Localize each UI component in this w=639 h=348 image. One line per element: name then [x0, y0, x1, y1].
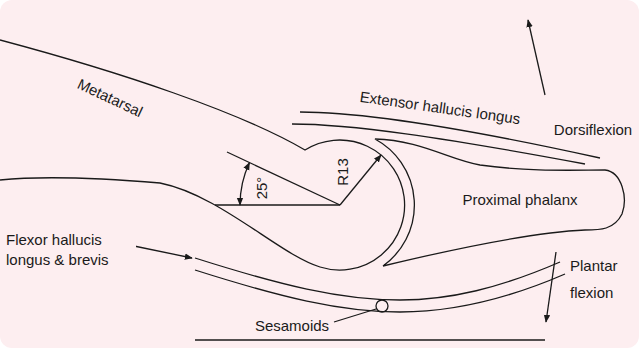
part-label: 25° [253, 175, 271, 202]
part-label: Dorsiflexion [552, 121, 634, 139]
leader-line [334, 309, 376, 322]
bone-shape: Proximal phalanx [370, 130, 632, 272]
part-label: R13 [334, 156, 352, 188]
pointer-arrow [134, 246, 192, 258]
bone-label: Proximal phalanx [462, 191, 577, 209]
dorsiflexion-arrow [528, 20, 545, 95]
part-label: Extensor hallucis longus [357, 88, 524, 129]
plantar-flexion-arrow [546, 252, 556, 322]
ground-line [195, 339, 545, 340]
part-label: Metatarsal [73, 74, 148, 122]
metatarsal-bone [0, 40, 405, 270]
axis-line [227, 152, 340, 205]
part-label: Sesamoids [253, 317, 331, 335]
flexor-tendon [195, 258, 560, 300]
reference-line [215, 204, 340, 205]
flexor-tendon [195, 270, 565, 312]
part-label: Flexor hallucis longus & brevis [4, 230, 136, 270]
angle-arc [240, 163, 249, 205]
sesamoid-bone [376, 300, 388, 312]
part-label: Plantar flexion [568, 252, 636, 306]
